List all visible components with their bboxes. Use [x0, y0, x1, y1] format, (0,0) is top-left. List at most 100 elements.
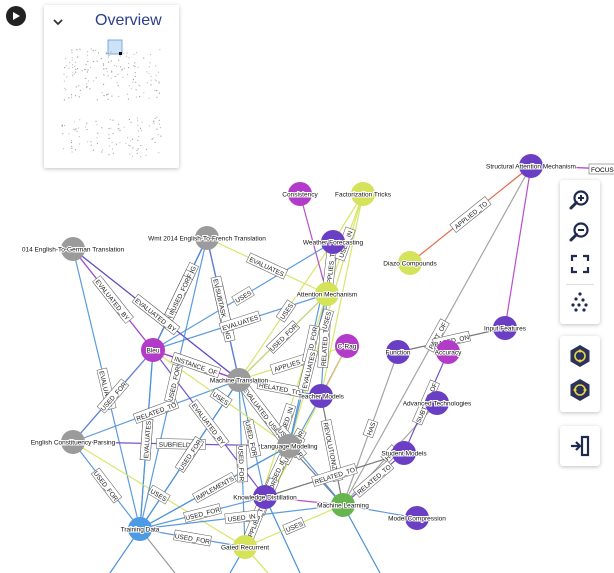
- svg-text:RELATED_TO: RELATED_TO: [356, 464, 393, 497]
- node-label: Gated Recurrent: [221, 545, 269, 552]
- node-label: Input Features: [484, 326, 527, 333]
- edge-label: USES: [209, 387, 233, 409]
- edge-label: FOCUSE: [588, 163, 614, 175]
- collapse-cluster-icon[interactable]: [568, 378, 592, 402]
- graph-node-mt[interactable]: Machine Translation: [209, 368, 269, 392]
- svg-text:EVALUATED_BY: EVALUATED_BY: [94, 279, 131, 323]
- node-label: Machine Learning: [317, 503, 369, 510]
- node-label: Knowledge Distillation: [233, 495, 297, 502]
- graph-node-input-features[interactable]: Input Features: [483, 316, 528, 340]
- graph-node-weather[interactable]: Weather Forecasting: [302, 230, 364, 254]
- graph-node-crag[interactable]: C-Rag: [335, 334, 359, 358]
- edge-label: USES: [275, 299, 297, 323]
- graph-edge[interactable]: [299, 193, 328, 295]
- edge-label: RELATED_TO: [352, 460, 395, 498]
- svg-text:APPLIES_TO: APPLIES_TO: [326, 248, 337, 288]
- graph-node-constituency[interactable]: English Constituency Parsing: [30, 430, 117, 454]
- graph-edge[interactable]: [342, 504, 381, 573]
- edge-label: IMPLEMENTS: [192, 471, 237, 504]
- edge-label: EVALUATES: [246, 252, 288, 280]
- graph-node-consistency[interactable]: Consistency: [281, 182, 319, 206]
- node-label: Machine Translation: [210, 378, 269, 385]
- graph-node-teacher[interactable]: Teacher Models: [297, 384, 346, 408]
- node-label: Factorization Tricks: [335, 192, 392, 199]
- edge-label: USES: [231, 286, 255, 306]
- edge-label: APPLIED_TO: [449, 196, 492, 233]
- svg-text:EVALUATES: EVALUATES: [143, 420, 153, 458]
- edge-label: USED_FOR: [90, 467, 123, 504]
- minimap-viewport-handle[interactable]: [119, 52, 122, 55]
- svg-text:RELATED_TO: RELATED_TO: [321, 324, 330, 366]
- node-label: Bleu: [146, 348, 159, 355]
- zoom-toolbar: [560, 180, 600, 324]
- overview-minimap[interactable]: [56, 39, 168, 161]
- graph-node-function[interactable]: Function: [385, 340, 412, 364]
- edge-label: USED_FOR: [265, 320, 301, 354]
- svg-text:APPLIED_TO: APPLIED_TO: [454, 200, 490, 230]
- graph-node-bleu[interactable]: Bleu: [141, 338, 165, 362]
- graph-edge[interactable]: [264, 496, 301, 573]
- node-label: Model Compression: [388, 516, 446, 523]
- svg-text:USED_FOR: USED_FOR: [236, 446, 244, 482]
- graph-node-gated[interactable]: Gated Recurrent: [220, 535, 270, 559]
- graph-node-diazo[interactable]: Diazo Compounds: [382, 251, 438, 275]
- node-label: Function: [386, 350, 411, 357]
- node-label: Student Models: [381, 451, 427, 458]
- graph-node-sam[interactable]: Structural Attention Mechanism: [485, 154, 577, 178]
- node-label: Advanced Technologies: [403, 401, 472, 408]
- node-label: Diazo Compounds: [383, 261, 437, 268]
- export-icon[interactable]: [568, 434, 592, 458]
- graph-node-training[interactable]: Training Data: [120, 517, 161, 541]
- graph-node-en-fr[interactable]: Wmt 2014 English-To-French Translation: [147, 226, 267, 250]
- layout-scatter-icon[interactable]: [568, 290, 592, 314]
- svg-text:USED_FOR: USED_FOR: [269, 323, 299, 353]
- minimap-viewport[interactable]: [107, 39, 123, 55]
- svg-text:FOCUSE: FOCUSE: [591, 167, 614, 174]
- export-toolbar: [560, 426, 600, 466]
- edge-label: HAS: [362, 418, 379, 439]
- graph-node-advanced[interactable]: Advanced Technologies: [402, 391, 473, 415]
- graph-node-en-de[interactable]: 014 English-To-German Translation: [21, 237, 126, 261]
- edge-label: USED_FOR: [173, 529, 212, 547]
- edge-label: USES: [318, 308, 334, 332]
- graph-node-student[interactable]: Student Models: [380, 441, 428, 465]
- svg-text:USES: USES: [322, 310, 334, 330]
- graph-edge[interactable]: [504, 165, 532, 329]
- fit-to-screen-icon[interactable]: [568, 252, 592, 276]
- graph-node-lm[interactable]: Language Modeling: [259, 434, 319, 458]
- zoom-in-icon[interactable]: [568, 188, 592, 212]
- edge-label: USED_FOR: [167, 274, 193, 314]
- graph-node-factorization[interactable]: Factorization Tricks: [334, 182, 393, 206]
- edge-label: EVALUATED_BY: [92, 275, 134, 324]
- edge-label: USES: [282, 517, 306, 535]
- node-label: Language Modeling: [260, 444, 317, 451]
- node-label: Consistency: [282, 192, 318, 199]
- play-icon[interactable]: [6, 6, 26, 26]
- node-label: Training Data: [121, 527, 160, 534]
- zoom-out-icon[interactable]: [568, 220, 592, 244]
- toolbar-divider: [566, 284, 594, 285]
- expand-cluster-icon[interactable]: [568, 344, 592, 368]
- svg-text:HAS: HAS: [366, 421, 377, 437]
- node-label: English Constituency Parsing: [31, 440, 116, 447]
- edge-label: USED_IN: [224, 509, 259, 525]
- graph-node-ml[interactable]: Machine Learning: [316, 493, 370, 517]
- node-label: Wmt 2014 English-To-French Translation: [148, 236, 266, 243]
- svg-text:USED_IN: USED_IN: [227, 513, 256, 523]
- graph-node-attention[interactable]: Attention Mechanism: [296, 282, 358, 306]
- chevron-down-icon[interactable]: [51, 15, 65, 29]
- graph-node-kd[interactable]: Knowledge Distillation: [232, 485, 298, 509]
- overview-title: Overview: [95, 12, 162, 29]
- node-label: 014 English-To-German Translation: [22, 247, 125, 254]
- graph-node-model-comp[interactable]: Model Compression: [387, 506, 447, 530]
- node-label: Accuracy: [435, 350, 462, 357]
- edge-label: USED_FOR: [164, 364, 183, 403]
- svg-text:USED_FOR: USED_FOR: [92, 470, 119, 503]
- node-label: Weather Forecasting: [303, 240, 364, 247]
- node-label: C-Rag: [338, 344, 357, 351]
- graph-edge[interactable]: [264, 496, 344, 506]
- graph-edge[interactable]: [342, 504, 418, 519]
- graph-node-accuracy[interactable]: Accuracy: [434, 340, 463, 364]
- node-label: Teacher Models: [298, 394, 345, 401]
